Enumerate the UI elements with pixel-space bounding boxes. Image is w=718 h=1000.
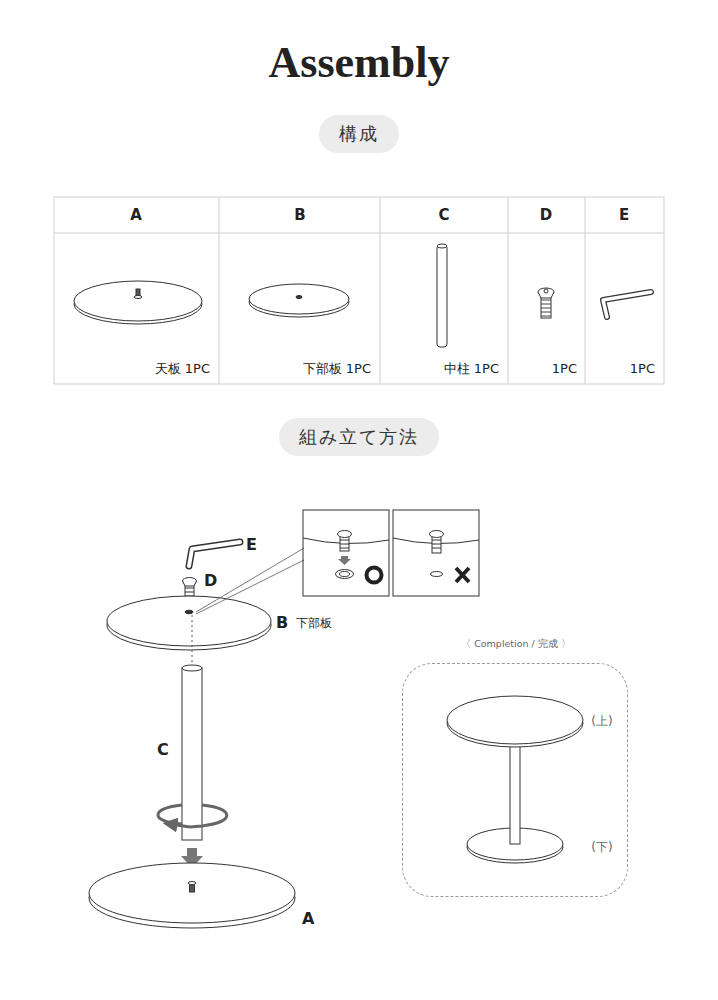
part-quantity: 天板 1PC [155,361,210,377]
completion-box: 〈 Completion / 完成 〉(上)(下) [402,663,628,897]
section-pill: 構成 [319,115,399,153]
base-board-part [249,284,349,317]
correct-mark [367,568,382,583]
leader-line [196,560,304,614]
column-header: D [540,206,552,224]
completion-heading: 〈 Completion / 完成 〉 [458,638,574,651]
page-title: Assembly [269,37,450,88]
part-letter: A [302,909,314,928]
part-quantity: 中柱 1PC [444,361,499,377]
part-letter: B [276,613,288,632]
column-header: B [294,206,305,224]
center-pole [182,665,202,840]
wrong-mark [456,568,469,582]
parts-table [54,197,664,384]
hex-key-tool [189,542,240,566]
lower-label: (下) [588,839,615,856]
part-quantity: 1PC [552,361,577,377]
section-heading: 構成 [339,122,379,146]
part-quantity: 1PC [630,361,655,377]
part-letter: C [157,740,169,759]
part-letter: D [204,571,217,590]
guide-line [192,615,193,666]
inset-correct [303,510,389,596]
leader-line [196,548,304,612]
top-board-part [74,281,202,324]
column-header: A [130,206,142,224]
section-pill: 組み立て方法 [279,418,439,456]
screw-part [538,288,554,318]
column-header: E [619,206,629,224]
base-board [107,596,271,650]
inset-wrong [393,510,479,596]
section-heading: 組み立て方法 [299,425,419,449]
pole-part [437,244,447,347]
top-board [89,863,295,928]
part-name: 下部板 [296,616,332,630]
rotation-arrow [158,805,227,827]
part-quantity: 下部板 1PC [303,361,371,377]
column-header: C [438,206,449,224]
upper-label: (上) [588,713,615,730]
part-letter: E [246,535,257,554]
hex-key-part [603,292,651,317]
completed-table [447,696,583,863]
